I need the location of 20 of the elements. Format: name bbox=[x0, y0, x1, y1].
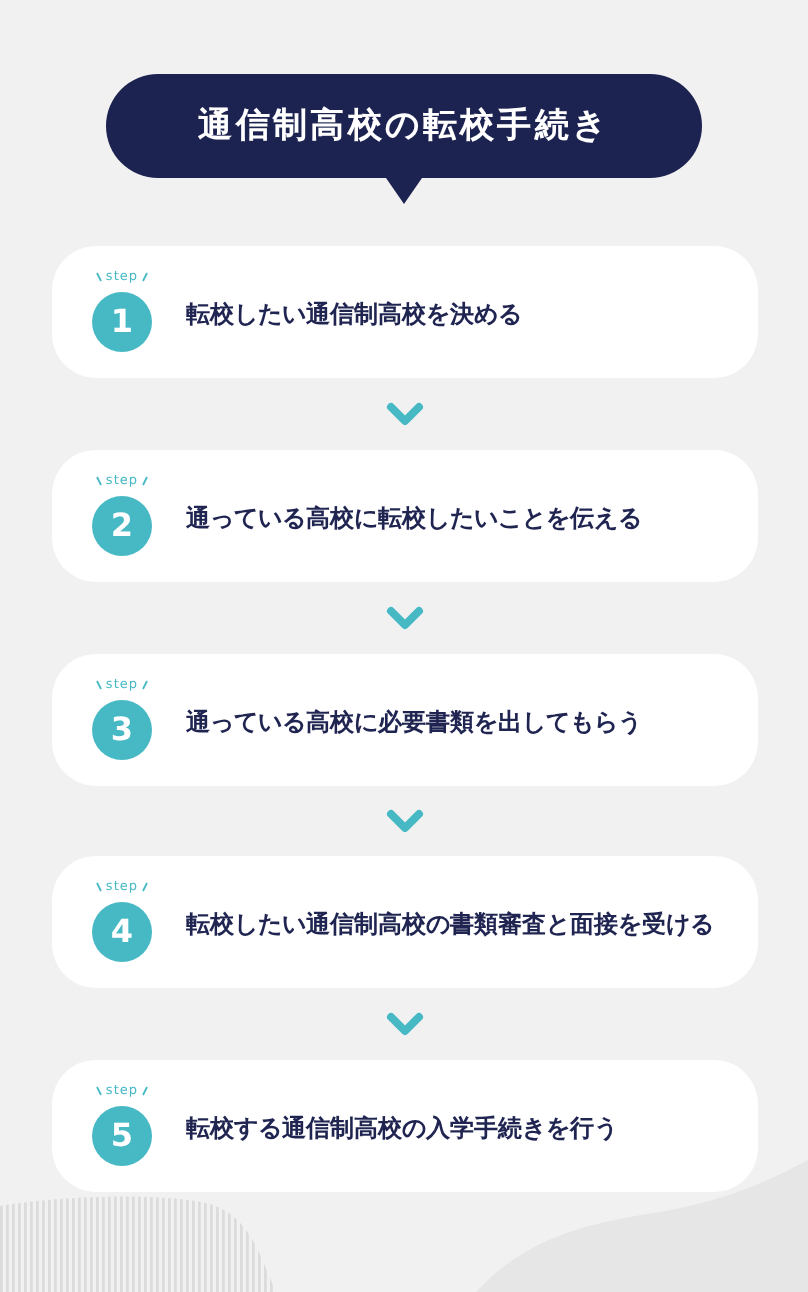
step-number: 5 bbox=[92, 1106, 152, 1166]
step-number: 1 bbox=[92, 292, 152, 352]
step-number: 4 bbox=[92, 902, 152, 962]
chevron-arrow bbox=[387, 607, 423, 629]
step-number: 2 bbox=[92, 496, 152, 556]
step-description: 転校する通信制高校の入学手続きを行う bbox=[186, 1113, 620, 1143]
step-description: 転校したい通信制高校の書類審査と面接を受ける bbox=[186, 909, 716, 939]
step-description: 通っている高校に必要書類を出してもらう bbox=[186, 707, 644, 737]
step-number: 3 bbox=[92, 700, 152, 760]
chevron-arrow bbox=[387, 810, 423, 832]
chevron-arrow bbox=[387, 1013, 423, 1035]
step-card bbox=[52, 654, 758, 786]
step-card bbox=[52, 856, 758, 988]
step-description: 通っている高校に転校したいことを伝える bbox=[186, 503, 644, 533]
step-description: 転校したい通信制高校を決める bbox=[186, 299, 524, 329]
chevron-arrow bbox=[387, 403, 423, 425]
step-card bbox=[52, 450, 758, 582]
step-card bbox=[52, 1060, 758, 1192]
step-card bbox=[52, 246, 758, 378]
title: 通信制高校の転校手続き bbox=[198, 109, 610, 143]
